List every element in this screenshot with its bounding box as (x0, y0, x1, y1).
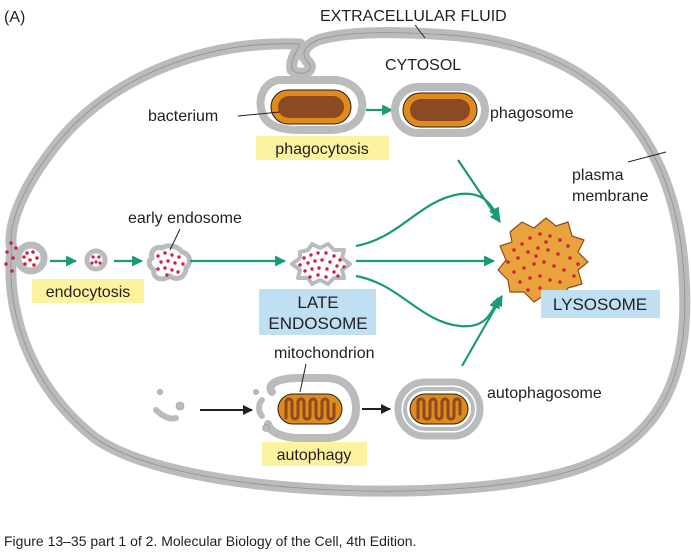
autophagy-highlight (262, 442, 367, 466)
cytosol-label: CYTOSOL (385, 57, 461, 74)
late-endosome (290, 242, 352, 286)
bacterium-body (278, 96, 344, 118)
membrane-fragments (153, 389, 185, 422)
autophagy-label: autophagy (277, 447, 352, 464)
phagosome-to-lysosome-arrow (457, 159, 501, 223)
mitochondrion-leader (299, 363, 307, 393)
bacterium-label: bacterium (148, 108, 218, 125)
late-endosome-label-1: LATE (297, 293, 338, 312)
autophagosome-label: autophagosome (487, 385, 602, 402)
late-endosome-highlight (259, 289, 376, 335)
endocytic-vesicle (84, 248, 108, 272)
bacterium-leader (237, 111, 281, 117)
lysosome-highlight (541, 290, 660, 318)
phagosome (391, 83, 489, 137)
early-endosome-label: early endosome (128, 210, 242, 227)
mitochondrion-label: mitochondrion (274, 345, 375, 362)
extracellular-fluid-label: EXTRACELLULAR FLUID (320, 8, 507, 25)
phagosome-label: phagosome (490, 105, 574, 122)
endocytosis-label: endocytosis (46, 284, 131, 301)
plasma-membrane-label-1: plasma (572, 167, 624, 184)
early-endosome (146, 243, 192, 282)
phagocytosis-highlight (256, 136, 389, 160)
autophagosome (394, 378, 484, 440)
endocytic-bud (4, 241, 48, 275)
panel-label: (A) (4, 9, 25, 26)
extracellular-leader (414, 24, 426, 39)
mitochondrion-cristae (284, 397, 336, 421)
bacterium-engulfment (256, 76, 367, 134)
late-endosome-label-2: ENDOSOME (268, 314, 367, 333)
early-endosome-leader (169, 228, 181, 251)
plasma-membrane-label-2: membrane (572, 188, 649, 205)
figure-caption: Figure 13–35 part 1 of 2. Molecular Biol… (4, 533, 416, 549)
endocytosis-highlight (32, 279, 144, 303)
phagocytosis-label: phagocytosis (275, 141, 368, 158)
lysosome (497, 217, 589, 303)
late-to-lysosome-arrow-lower (355, 274, 500, 328)
lysosome-label: LYSOSOME (553, 295, 647, 314)
plasma-membrane-leader (627, 151, 667, 163)
forming-autophagosome (253, 374, 361, 442)
membrane-outline (10, 32, 686, 492)
autophagosome-to-lysosome-arrow (461, 295, 503, 367)
